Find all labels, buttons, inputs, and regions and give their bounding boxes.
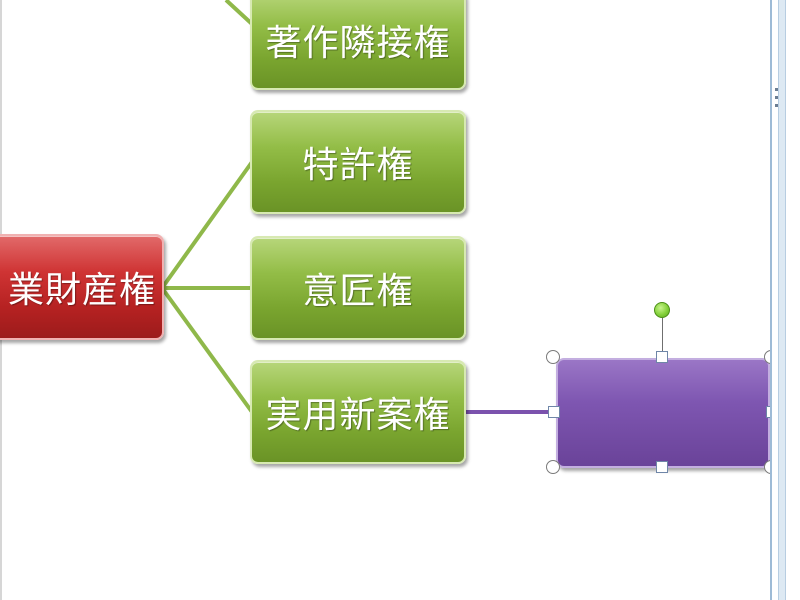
node-label: 業財産権 [7,270,156,311]
resize-handle-top[interactable] [656,351,668,363]
resize-handle-bottom-left[interactable] [546,460,560,474]
splitter-grip-dot [775,96,778,99]
node-root-sangyo-zaisan[interactable]: 業財産権 [0,234,164,340]
connector-root-to-top-child [224,0,254,26]
node-label: 実用新案権 [265,395,451,436]
selected-shape[interactable] [556,358,770,468]
rotate-handle[interactable] [654,302,670,318]
connector-root-to-jitsuyo [160,286,254,414]
rotate-stem [662,318,663,358]
panel-splitter[interactable] [778,0,786,600]
node-tokkyo[interactable]: 特許権 [250,110,466,214]
node-isho[interactable]: 意匠権 [250,236,466,340]
resize-handle-top-left[interactable] [546,350,560,364]
splitter-grip-dot [775,88,778,91]
node-chosaku-rinsetsu[interactable]: 著作隣接権 [250,0,466,90]
node-label: 著作隣接権 [265,23,451,64]
resize-handle-bottom[interactable] [656,461,668,473]
node-jitsuyo-shinan[interactable]: 実用新案権 [250,360,466,464]
node-label: 特許権 [302,145,414,186]
panel-divider [770,0,772,600]
resize-handle-left[interactable] [548,406,560,418]
splitter-grip-dot [775,104,778,107]
connector-root-to-tokkyo [160,160,254,290]
node-label: 意匠権 [302,271,414,312]
